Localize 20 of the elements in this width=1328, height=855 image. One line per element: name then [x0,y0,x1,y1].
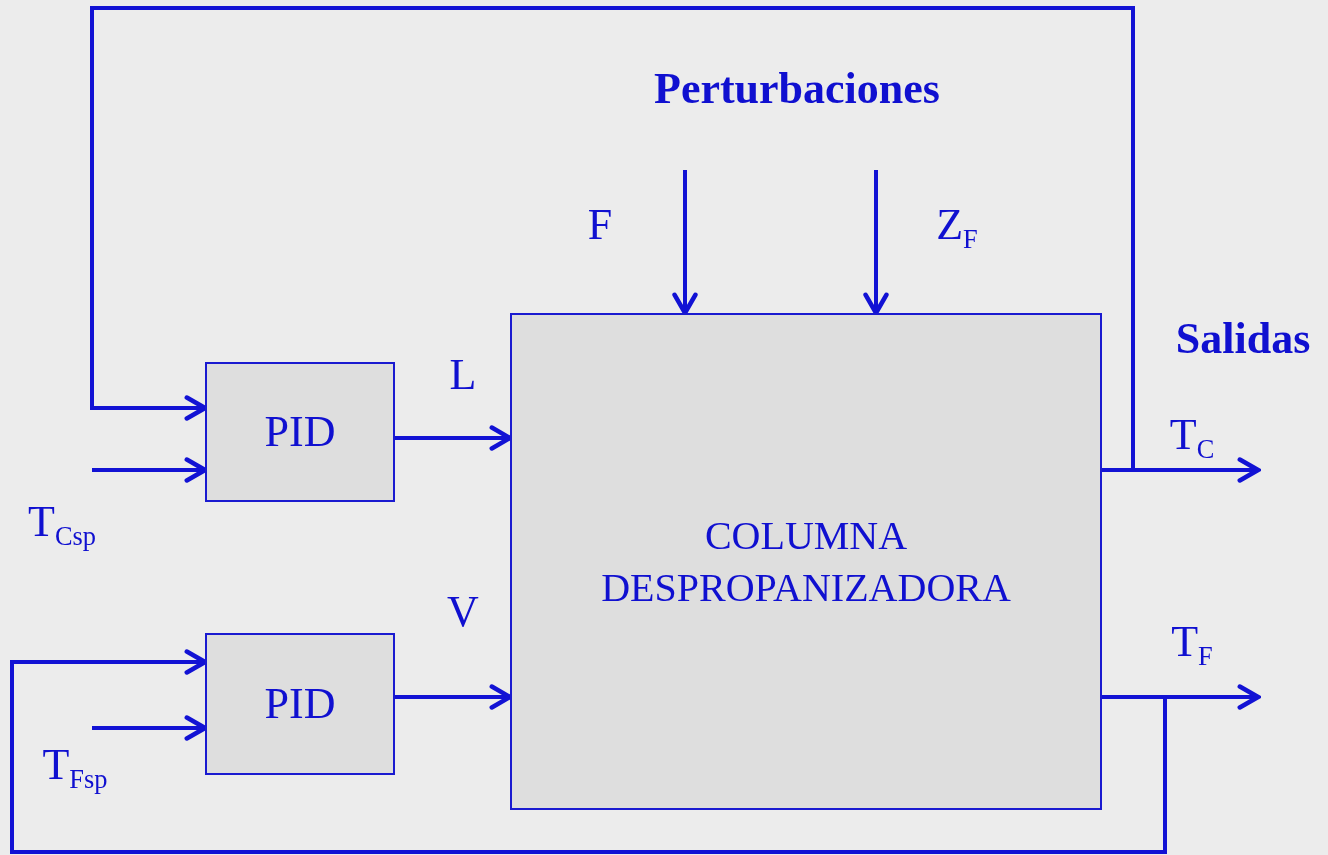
block-label: PID [264,678,336,731]
block-label: COLUMNA DESPROPANIZADORA [600,511,1012,612]
block-label: PID [264,406,336,459]
arrow [90,6,1135,472]
block-box [510,313,1102,810]
section-heading: Perturbaciones [654,62,940,114]
edge-label: F [587,203,613,247]
block-box [205,633,395,775]
edge-label: T$_{Csp}$ [28,500,96,550]
arrow [863,170,889,316]
section-heading: Salidas [1175,312,1311,364]
edge-label: Z$_{F}$ [936,203,978,253]
edge-label: T$_{Fsp}$ [42,743,108,793]
edge-label: L [449,353,477,397]
edge-label: T$_{F}$ [1171,620,1213,670]
arrow [10,649,1167,854]
edge-label: V [447,590,479,634]
block-box [205,362,395,502]
arrow [672,170,698,316]
edge-label: T$_{C}$ [1169,413,1215,463]
